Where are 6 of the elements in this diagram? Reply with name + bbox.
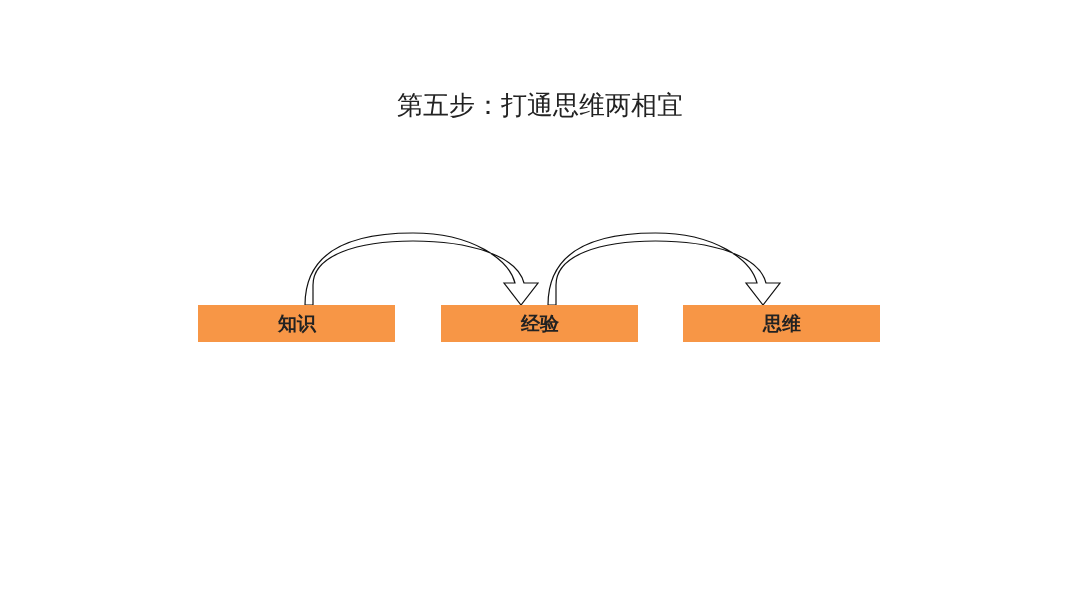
title: 第五步：打通思维两相宜: [396, 89, 684, 122]
curved-arrow: [304, 232, 539, 306]
process-box: 经验: [441, 305, 638, 342]
process-box: 思维: [683, 305, 880, 342]
process-box: 知识: [198, 305, 395, 342]
curved-arrow: [547, 232, 781, 306]
